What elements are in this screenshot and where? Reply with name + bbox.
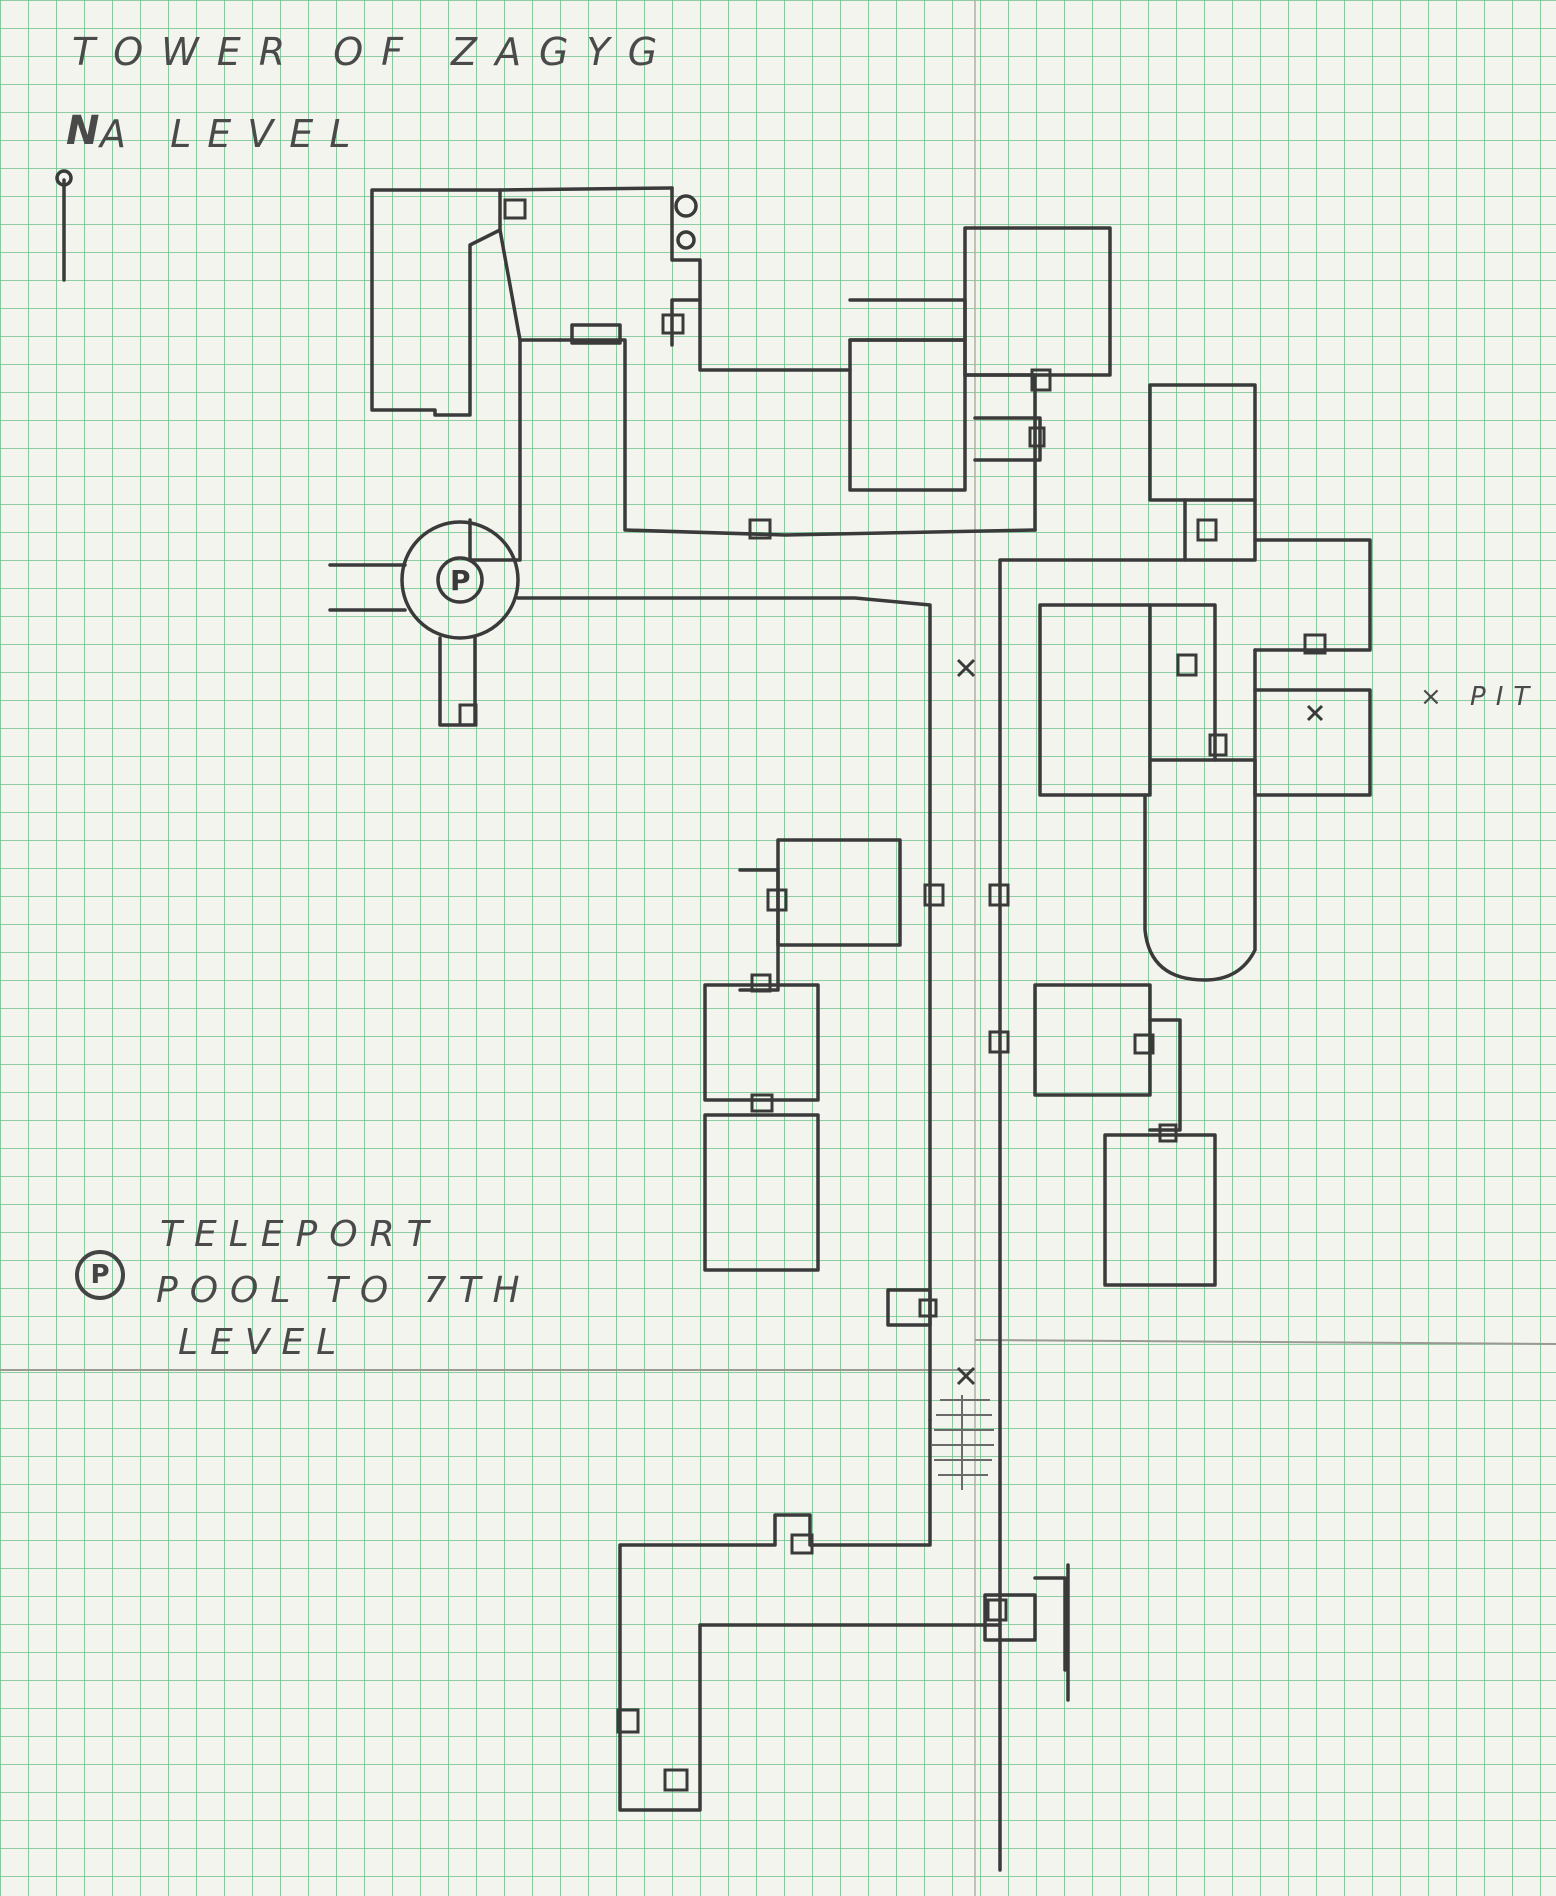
north-arrow-icon: [55, 169, 73, 282]
teleport-pool-icon: [436, 556, 484, 604]
door-icon: [458, 198, 1327, 1792]
teleport-pool-hub: [328, 518, 932, 1422]
legend-teleport-pool-icon: P: [75, 1250, 125, 1300]
dungeon-map: [55, 169, 1372, 1872]
north-label: N: [66, 108, 114, 154]
map-title: TOWER OF ZAGYG: [72, 30, 676, 74]
stairs-icon: [932, 1395, 994, 1490]
pit-legend: × PIT: [1420, 682, 1540, 712]
legend-text-line: LEVEL: [178, 1322, 349, 1363]
level-label: A LEVEL: [100, 112, 367, 156]
pit-x-icon: [956, 658, 1324, 1386]
legend-text-line: POOL TO 7TH: [156, 1270, 532, 1311]
legend-text-line: TELEPORT: [160, 1214, 441, 1255]
teleport-pool-label: P: [450, 564, 471, 597]
